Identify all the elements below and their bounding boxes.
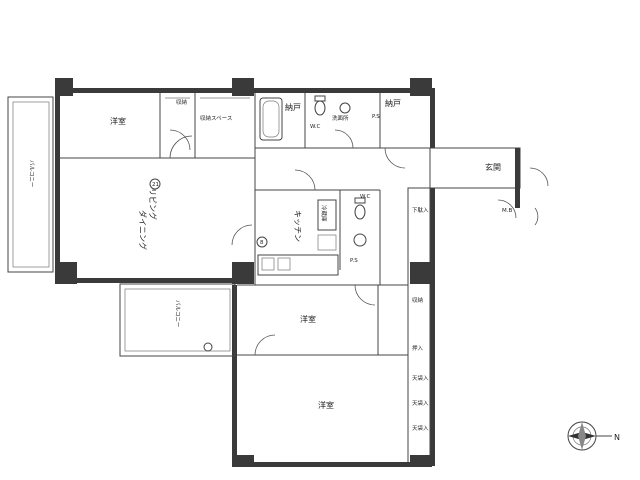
tenbukuro-label-2: 天袋入 bbox=[412, 399, 429, 407]
ps-mid-label: P.S bbox=[350, 258, 358, 264]
balcony-left-label: バルコニー bbox=[28, 160, 35, 187]
room-labels: 洋室 収納スペース 納戸 W.C 洗面所 P.S 納戸 玄関 M.B リビング … bbox=[28, 98, 512, 432]
entrance-label: 玄関 bbox=[485, 162, 501, 172]
fixtures bbox=[165, 95, 367, 352]
living-circle-number: 21 bbox=[152, 182, 159, 188]
closet-space-label: 収納スペース bbox=[200, 114, 232, 122]
compass-icon: N bbox=[567, 421, 620, 451]
wc-top-label: W.C bbox=[310, 124, 321, 130]
room-label-se: 洋室 bbox=[318, 400, 334, 410]
storage-big-label: 納戸 bbox=[385, 98, 401, 108]
interior-walls bbox=[60, 93, 430, 356]
ps-top-label: P.S bbox=[372, 114, 380, 120]
dining-label: ダイニング bbox=[138, 210, 148, 250]
kitchen-circle-number: 8 bbox=[260, 240, 264, 246]
shunou-label-east: 収納 bbox=[412, 296, 424, 304]
refrigerator-label: 冷蔵庫 bbox=[320, 205, 328, 222]
living-label: リビング bbox=[148, 188, 158, 220]
room-label-nw: 洋室 bbox=[110, 116, 126, 126]
kutsu-label: 下駄入 bbox=[412, 206, 429, 214]
mb-label: M.B bbox=[502, 208, 512, 214]
doors bbox=[169, 129, 549, 356]
balcony-bottom-label: バルコニー bbox=[174, 300, 181, 327]
shunou-label-top: 収納 bbox=[176, 98, 188, 106]
kitchen-label: キッチン bbox=[293, 210, 302, 242]
oshiire-label: 押入 bbox=[412, 344, 424, 352]
wc-mid-label: W.C bbox=[360, 194, 371, 200]
room-label-mid: 洋室 bbox=[300, 314, 316, 324]
tenbukuro-label-3: 天袋入 bbox=[412, 424, 429, 432]
compass-north-label: N bbox=[614, 433, 620, 442]
outer-walls bbox=[7, 78, 521, 467]
washroom-label: 洗面所 bbox=[332, 114, 349, 122]
storage-label: 納戸 bbox=[285, 102, 301, 112]
tenbukuro-label-1: 天袋入 bbox=[412, 374, 429, 382]
